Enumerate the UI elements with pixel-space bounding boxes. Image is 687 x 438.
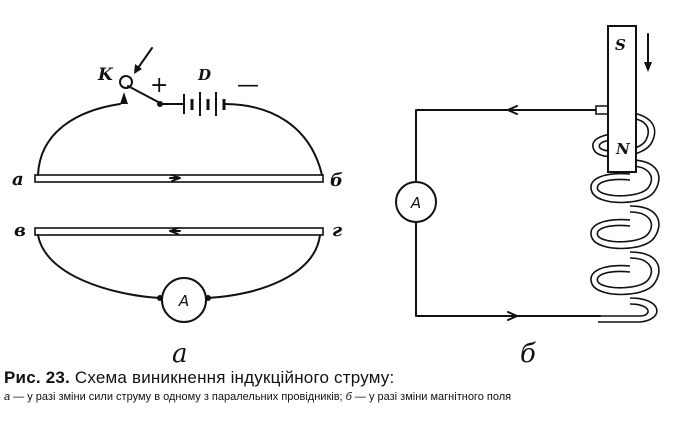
caption-part-b-text: — у разі зміни магнітного поля [351, 391, 512, 403]
ammeter-a [161, 277, 207, 323]
magnet [607, 25, 637, 173]
pointer-arrow [137, 47, 153, 69]
arrow-b-top [507, 105, 521, 115]
caption-part-a-text: — у разі зміни сили струму в одному з па… [10, 391, 346, 403]
caption-part-b-letter: б [345, 391, 352, 403]
label-minus: — [237, 73, 259, 98]
label-plus: + [150, 73, 168, 98]
coil [590, 105, 660, 323]
wire-right-top [223, 103, 323, 176]
magnet-motion-arrow-head [644, 62, 652, 72]
wire-right-bottom [207, 234, 321, 299]
label-b: б [330, 170, 343, 191]
caption-title-text: Схема виникнення індукційного струму: [74, 368, 395, 387]
label-switch: K [97, 65, 114, 85]
caption-fig-number: Рис. 23. [4, 368, 70, 387]
pointer-arrow-head [134, 64, 142, 74]
wire-left-top [37, 103, 121, 176]
label-battery: D [197, 66, 211, 84]
switch-pivot [119, 75, 133, 89]
magnet-north-label: N [615, 140, 631, 158]
caption-part-a-letter: а [4, 391, 11, 403]
wire-b-bottom [415, 221, 601, 317]
wire-left-bottom [37, 234, 161, 299]
magnet-south-label: S [615, 36, 626, 54]
sublabel-a: а [172, 339, 188, 369]
label-v: в [14, 220, 26, 241]
ammeter-a-label: A [178, 292, 189, 310]
arrow-right-ab [169, 174, 181, 182]
caption-title: Рис. 23. Схема виникнення індукційного с… [4, 368, 684, 388]
ammeter-b-label: A [410, 194, 421, 212]
caption-body: а — у разі зміни сили струму в одному з … [4, 391, 684, 403]
diagram-b: A S N б [395, 25, 660, 369]
sublabel-b: б [520, 339, 536, 369]
switch-blade [127, 85, 161, 104]
wire-b-top [415, 109, 601, 183]
battery [183, 92, 226, 116]
figure-caption: Рис. 23. Схема виникнення індукційного с… [4, 368, 684, 403]
label-a: а [12, 169, 24, 190]
label-g: г [332, 220, 342, 241]
arrow-b-bottom [504, 311, 518, 321]
switch-contact [120, 92, 128, 104]
arrow-left-vg [169, 227, 181, 235]
ammeter-b [395, 181, 437, 223]
diagram-a: A K + D — а б в г а [12, 47, 343, 369]
